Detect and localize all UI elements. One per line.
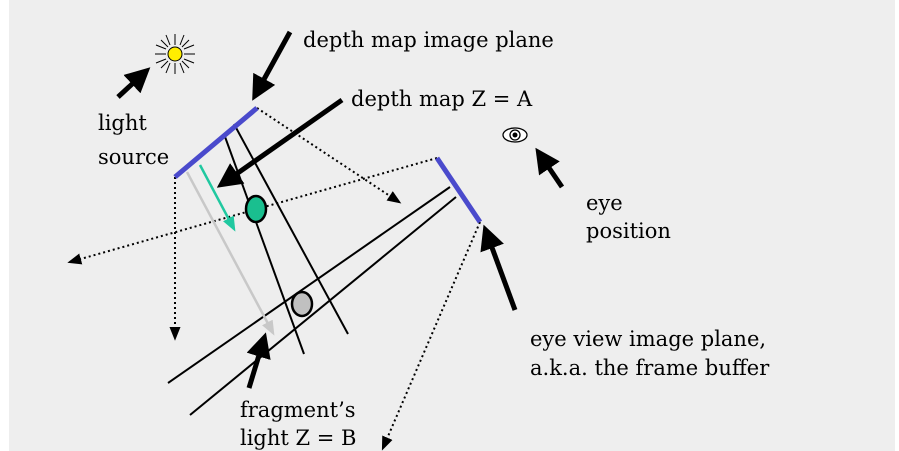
light-ray (223, 133, 305, 355)
callout-arrow-eye-plane (480, 224, 518, 311)
fragment-point (290, 290, 314, 318)
label-light-source-line2: source (98, 145, 170, 169)
eye-view-image-plane (434, 156, 483, 224)
callout-arrow-depth-plane (252, 30, 293, 101)
depth-map-image-plane (173, 106, 259, 179)
label-eye-view-plane-line2: a.k.a. the frame buffer (530, 356, 770, 380)
callout-arrow-fragment (246, 332, 271, 389)
diagram-background (9, 0, 895, 451)
callout-arrow-light-source (116, 67, 151, 99)
depth-sample-arrow (198, 164, 236, 232)
label-eye-position-line2: position (586, 219, 671, 243)
sun-icon (155, 34, 195, 74)
eye-frustum-edge (381, 221, 481, 451)
label-eye-position-line1: eye (586, 191, 623, 215)
label-depth-map-z: depth map Z = A (351, 87, 533, 111)
label-light-source-line1: light (98, 111, 147, 135)
label-depth-map-image-plane: depth map image plane (303, 28, 554, 52)
label-eye-view-plane-line1: eye view image plane, (530, 327, 767, 351)
label-fragment-line1: fragment’s (240, 398, 356, 422)
light-ray (233, 123, 349, 335)
callout-arrow-eye-position (535, 147, 565, 189)
light-frustum-edge (256, 107, 402, 204)
callout-arrow-depth-z (216, 97, 344, 188)
eye-ray (189, 196, 457, 416)
eye-ray (167, 186, 451, 384)
eye-icon (502, 127, 528, 143)
depth-map-sample (244, 194, 268, 224)
label-fragment-line2: light Z = B (240, 426, 357, 450)
fragment-distance-arrow (185, 171, 275, 336)
